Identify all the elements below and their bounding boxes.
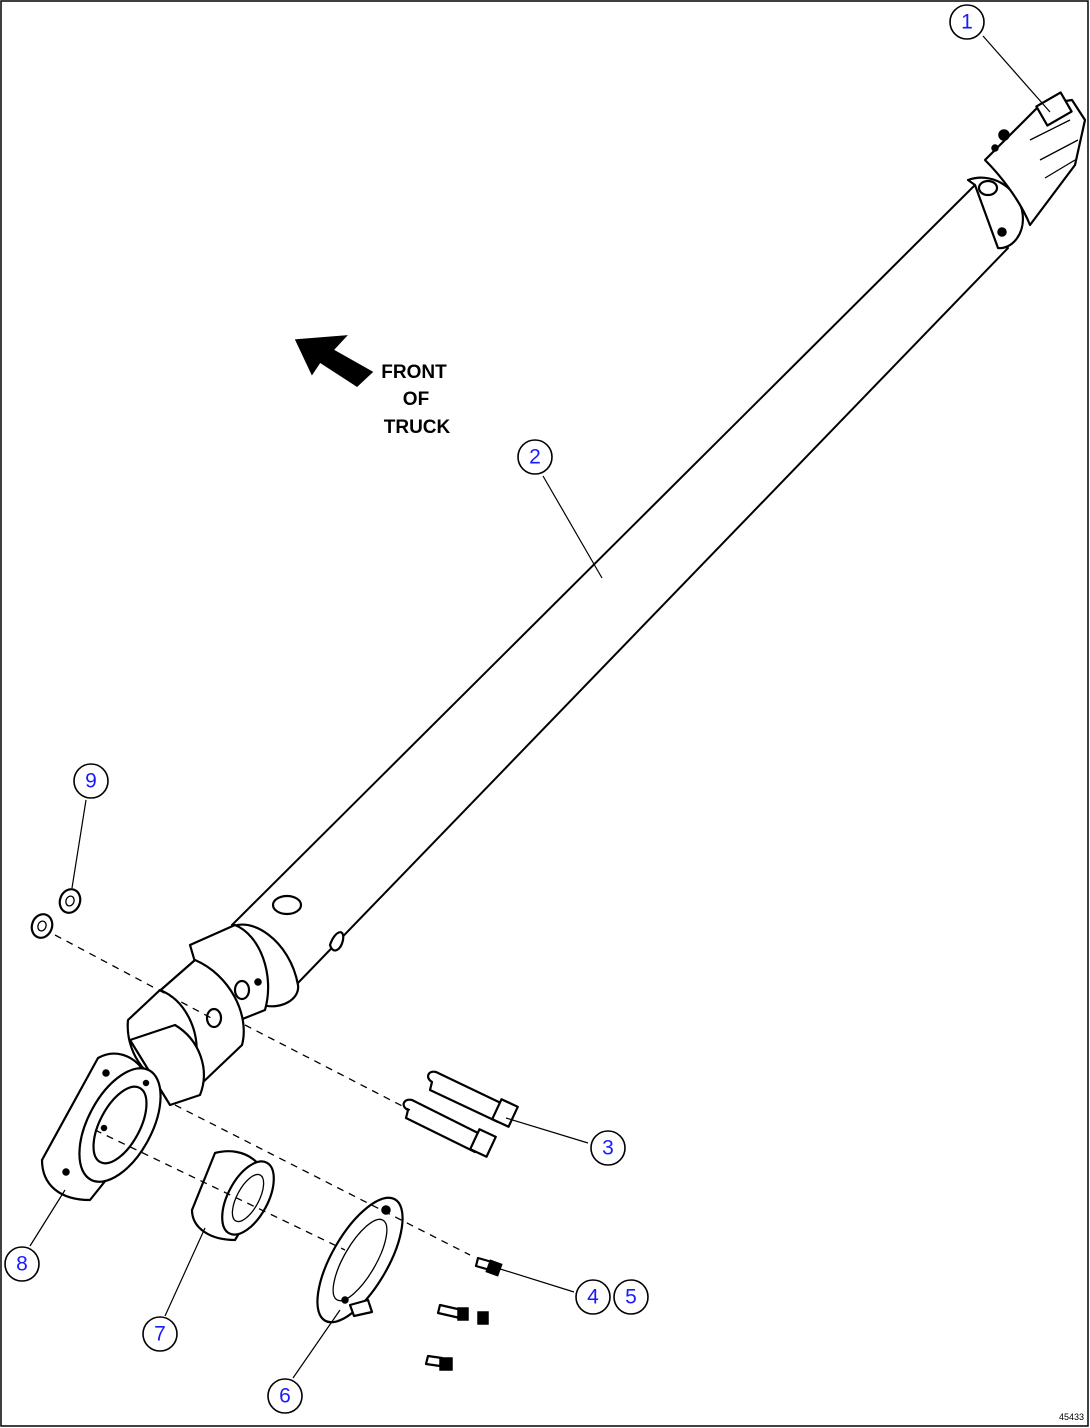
callout-5-label: 5 (625, 1286, 637, 1309)
bolts (402, 1070, 519, 1158)
lower-u-joint (126, 923, 270, 1107)
callout-7-label: 7 (154, 1323, 166, 1346)
front-arrow-icon (294, 335, 374, 387)
callout-4-label: 4 (587, 1286, 599, 1309)
callout-2-label: 2 (529, 446, 541, 469)
callout-2: 2 (517, 439, 553, 475)
callout-3-label: 3 (602, 1137, 614, 1160)
assembly-lines (54, 934, 471, 1256)
callout-8: 8 (4, 1246, 40, 1282)
drawing-code: 45433 (1059, 1412, 1084, 1422)
callout-3: 3 (590, 1130, 626, 1166)
bearing (190, 1150, 275, 1242)
callout-8-label: 8 (16, 1253, 28, 1276)
callout-5: 5 (613, 1279, 649, 1315)
direction-note-line1: FRONT (381, 362, 447, 383)
callout-1-label: 1 (961, 11, 973, 34)
callout-7: 7 (142, 1316, 178, 1352)
drive-shaft-tube (229, 184, 1009, 1008)
nuts (30, 888, 82, 939)
callout-6-label: 6 (279, 1385, 291, 1408)
tube-hole (328, 931, 345, 952)
callout-9-label: 9 (85, 770, 97, 793)
callout-6: 6 (267, 1378, 303, 1414)
direction-note-line3: TRUCK (384, 417, 451, 438)
callout-1: 1 (949, 4, 985, 40)
flange (40, 1052, 162, 1202)
callout-9: 9 (73, 763, 109, 799)
screws (424, 1256, 503, 1371)
upper-u-joint (966, 91, 1087, 250)
tube-hole (271, 894, 303, 916)
leader-lines (29, 35, 1051, 1379)
direction-note-line2: OF (403, 389, 429, 410)
callout-4: 4 (575, 1279, 611, 1315)
cover-plate (316, 1196, 404, 1324)
